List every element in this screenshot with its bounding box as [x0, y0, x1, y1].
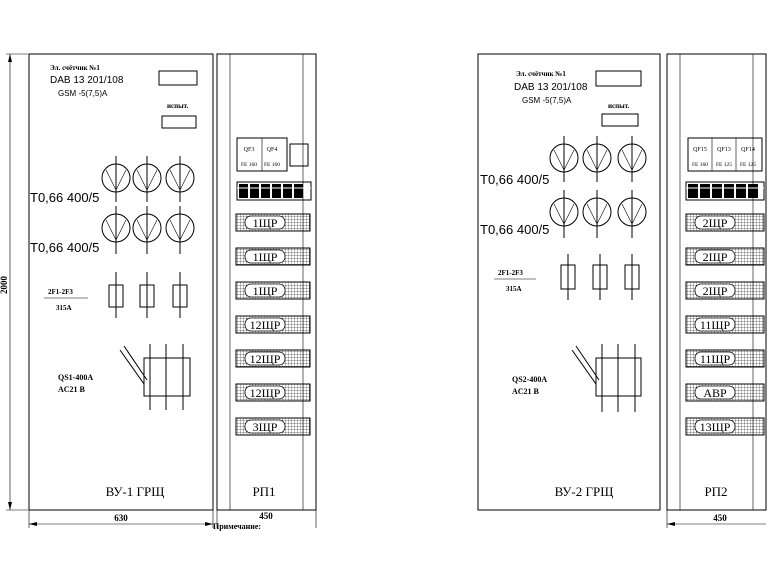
right-breaker-1: QF15 — [693, 147, 707, 153]
right-feeder-label: 11ЩР — [700, 352, 731, 366]
left-breaker-1: QF3 — [244, 147, 255, 153]
right-feeder-row: 2ЩР — [685, 281, 765, 300]
right-feeder-row: 11ЩР — [685, 349, 765, 368]
right-spare-label: испыт. — [608, 102, 630, 110]
left-panel-width: 450 — [259, 511, 273, 521]
right-feeder-rows: 2ЩР 2ЩР 2ЩР 11ЩР 11ЩР АВР 13ЩР — [685, 213, 765, 436]
right-feeder-label: 11ЩР — [700, 318, 731, 332]
left-feeder-row: 1ЩР — [235, 247, 311, 266]
right-switch-label: QS2-400A — [512, 375, 547, 384]
left-ct-label-1: T0,66 400/5 — [30, 190, 99, 205]
left-breaker-2: QF4 — [267, 147, 278, 153]
right-breaker-block — [687, 137, 763, 172]
right-breaker-2: QF13 — [717, 147, 731, 153]
right-feeder-label: 2ЩР — [703, 216, 728, 230]
left-switch-type: AC21 B — [58, 385, 86, 394]
right-width-dimensions: 450 — [666, 510, 766, 528]
right-feeder-row: 2ЩР — [685, 213, 765, 232]
right-meter-type: GSM -5(7,5)A — [522, 96, 572, 105]
right-cabinet-name: ВУ-2 ГРЩ — [555, 484, 614, 499]
left-feeder-row: 1ЩР — [235, 281, 311, 300]
left-breaker-rating-2: FE 160 — [264, 162, 280, 168]
left-ct-label-2: T0,66 400/5 — [30, 240, 99, 255]
left-spare-window — [161, 115, 197, 129]
right-breaker-3: QF14 — [741, 147, 755, 153]
left-feeder-label: 1ЩР — [253, 250, 278, 264]
height-dimension: 2000 — [0, 53, 28, 511]
right-meter-title: Эл. счётчик №1 — [516, 70, 566, 78]
left-meter-model: DAB 13 201/108 — [50, 75, 124, 86]
height-dimension-label: 2000 — [0, 276, 9, 295]
left-meter-type: GSM -5(7,5)A — [58, 89, 108, 98]
left-spare-label: испыт. — [167, 102, 189, 110]
left-ct-row-2: T0,66 400/5 — [30, 206, 195, 255]
left-feeder-row: 12ЩР — [235, 383, 311, 402]
right-meter-model: DAB 13 201/108 — [514, 82, 588, 93]
left-meter-window — [158, 70, 198, 86]
right-feeder-label: АВР — [703, 386, 727, 400]
right-panel-width: 450 — [713, 513, 727, 523]
right-fuses: 2F1-2F3 315A — [494, 254, 640, 300]
right-feeder-row: 11ЩР — [685, 315, 765, 334]
right-ct-row-1: T0,66 400/5 — [480, 136, 647, 187]
left-cabinet-width: 630 — [114, 513, 128, 523]
left-feeder-row: 12ЩР — [235, 349, 311, 368]
right-din-rail — [685, 181, 765, 201]
right-cabinet: Эл. счётчик №1 DAB 13 201/108 GSM -5(7,5… — [477, 53, 661, 511]
note-label: Примечание: — [213, 522, 261, 531]
left-distribution-panel: QF3 QF4 FE 160 FE 160 1ЩР1ЩР1ЩР12ЩР12ЩР1… — [216, 53, 317, 511]
right-feeder-label: 13ЩР — [700, 420, 731, 434]
right-feeder-row: 2ЩР — [685, 247, 765, 266]
right-feeder-row: 13ЩР — [685, 417, 765, 436]
right-panel-name: РП2 — [704, 484, 727, 499]
left-feeder-row: 12ЩР — [235, 315, 311, 334]
left-feeder-rows: 1ЩР 1ЩР 1ЩР 12ЩР 12ЩР 12ЩР 3ЩР — [235, 213, 311, 436]
left-load-switch: QS1-400A AC21 B — [58, 344, 191, 410]
right-feeder-row: АВР — [685, 383, 765, 402]
right-ct-label-2: T0,66 400/5 — [480, 222, 549, 237]
right-switch-type: AC21 B — [512, 387, 540, 396]
left-cabinet-name: ВУ-1 ГРЩ — [106, 484, 165, 499]
left-feeder-label: 1ЩР — [253, 284, 278, 298]
right-breaker-rating-3: FE 125 — [740, 162, 756, 168]
left-feeder-row: 3ЩР — [235, 417, 311, 436]
left-feeder-label: 3ЩР — [253, 420, 278, 434]
left-switch-label: QS1-400A — [58, 373, 93, 382]
right-breaker-rating-1: FE 160 — [692, 162, 708, 168]
right-distribution-panel: QF15 QF13 QF14 FE 160 FE 125 FE 125 2ЩР2… — [666, 53, 767, 511]
right-ct-label-1: T0,66 400/5 — [480, 172, 549, 187]
left-feeder-label: 1ЩР — [253, 216, 278, 230]
left-cabinet: Эл. счётчик №1 DAB 13 201/108 GSM -5(7,5… — [28, 53, 214, 511]
left-panel-name: РП1 — [252, 484, 275, 499]
left-fuse-rating: 315A — [56, 304, 72, 312]
right-fuse-rating: 315A — [506, 285, 522, 293]
right-ct-row-2: T0,66 400/5 — [480, 190, 647, 238]
right-feeder-label: 2ЩР — [703, 284, 728, 298]
left-feeder-label: 12ЩР — [250, 386, 281, 400]
right-meter-window — [595, 70, 642, 87]
left-breaker-rating-1: FE 160 — [241, 162, 257, 168]
right-load-switch: QS2-400A AC21 B — [512, 344, 642, 412]
left-fuses: 2F1-2F3 315A — [44, 272, 188, 318]
right-spare-window — [601, 113, 639, 127]
left-fuse-label: 2F1-2F3 — [48, 288, 73, 296]
left-feeder-row: 1ЩР — [235, 213, 311, 232]
left-width-dimensions: 630 450 Примечание: — [28, 510, 317, 531]
right-feeder-label: 2ЩР — [703, 250, 728, 264]
left-feeder-label: 12ЩР — [250, 318, 281, 332]
left-feeder-label: 12ЩР — [250, 352, 281, 366]
left-meter-title: Эл. счётчик №1 — [50, 64, 100, 72]
right-fuse-label: 2F1-2F3 — [498, 269, 523, 277]
right-breaker-rating-2: FE 125 — [716, 162, 732, 168]
left-ct-row-1: T0,66 400/5 — [30, 156, 195, 205]
left-din-rail — [236, 181, 312, 201]
